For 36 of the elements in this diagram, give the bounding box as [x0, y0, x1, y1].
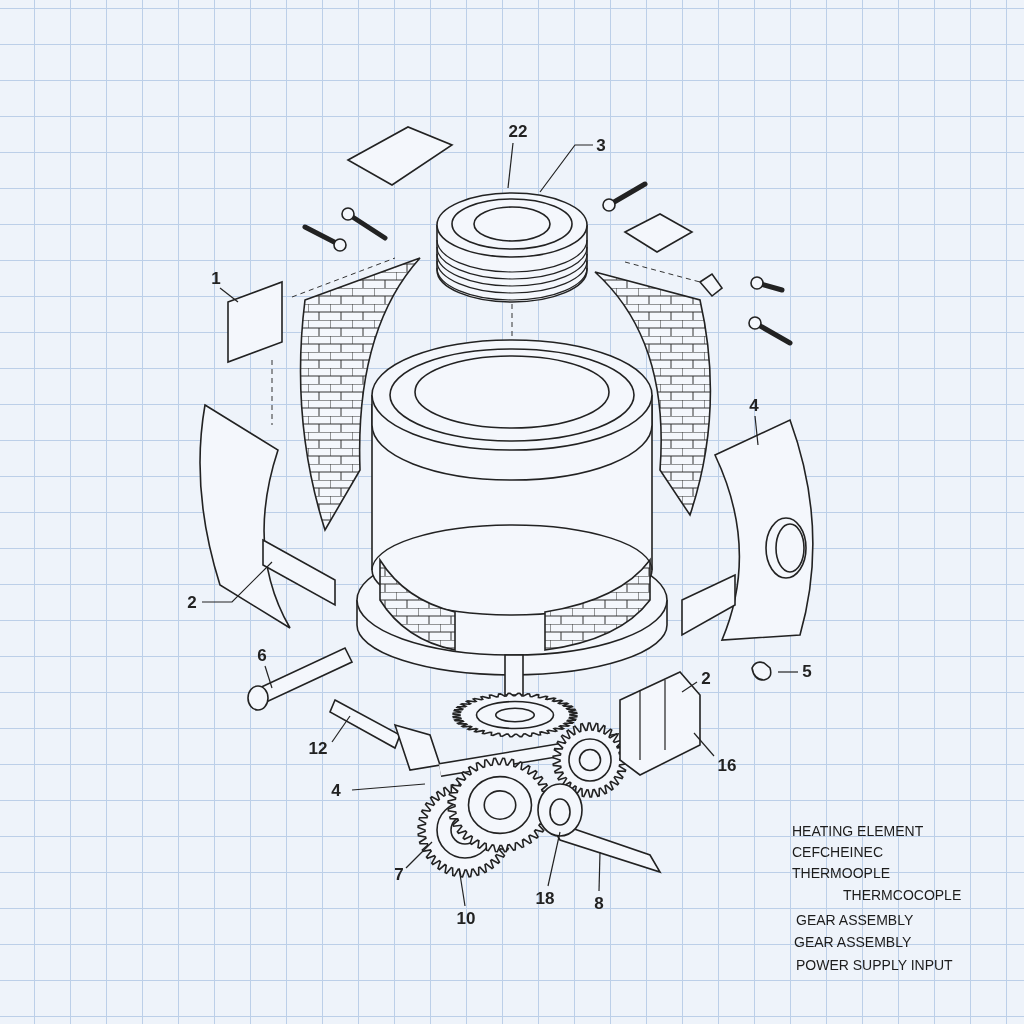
leader-line — [539, 144, 594, 193]
callout-number: 18 — [535, 889, 555, 907]
leader-line — [351, 783, 426, 791]
callout-number: 8 — [594, 894, 604, 912]
callout-number: 10 — [456, 909, 476, 927]
leader-line — [754, 415, 759, 446]
leader-line — [598, 851, 601, 892]
callout-number: 7 — [394, 865, 404, 883]
callout-number: 4 — [749, 396, 759, 414]
leader-line — [219, 287, 239, 303]
callout-number: 1 — [211, 269, 221, 287]
leader-line — [507, 142, 514, 189]
callout-number: 6 — [257, 646, 267, 664]
part-name-text: THERMOOPLE — [792, 866, 890, 880]
callout-number: 5 — [802, 662, 812, 680]
leader-line — [681, 681, 698, 693]
leader-line — [264, 665, 273, 689]
callout-number: 16 — [717, 756, 737, 774]
part-name-text: GEAR ASSEMBLY — [794, 935, 912, 949]
leader-line — [547, 831, 561, 887]
leader-line — [405, 841, 433, 869]
callout-number: 22 — [508, 122, 528, 140]
part-name-text: HEATING ELEMENT — [792, 824, 924, 838]
callout-number: 3 — [596, 136, 606, 154]
part-name-text: CEFCHEINEC — [792, 845, 883, 859]
callout-number: 12 — [308, 739, 328, 757]
callout-number: 2 — [701, 669, 711, 687]
part-name-text: POWER SUPPLY INPUT — [796, 958, 953, 972]
leader-line — [458, 867, 466, 907]
callout-number: 2 — [187, 593, 197, 611]
leader-line — [777, 671, 799, 673]
part-name-text: GEAR ASSEMBLY — [796, 913, 914, 927]
leader-line — [201, 561, 273, 603]
callout-number: 4 — [331, 781, 341, 799]
leader-line — [331, 715, 351, 743]
part-name-text: THERMCOCOPLE — [843, 888, 962, 902]
